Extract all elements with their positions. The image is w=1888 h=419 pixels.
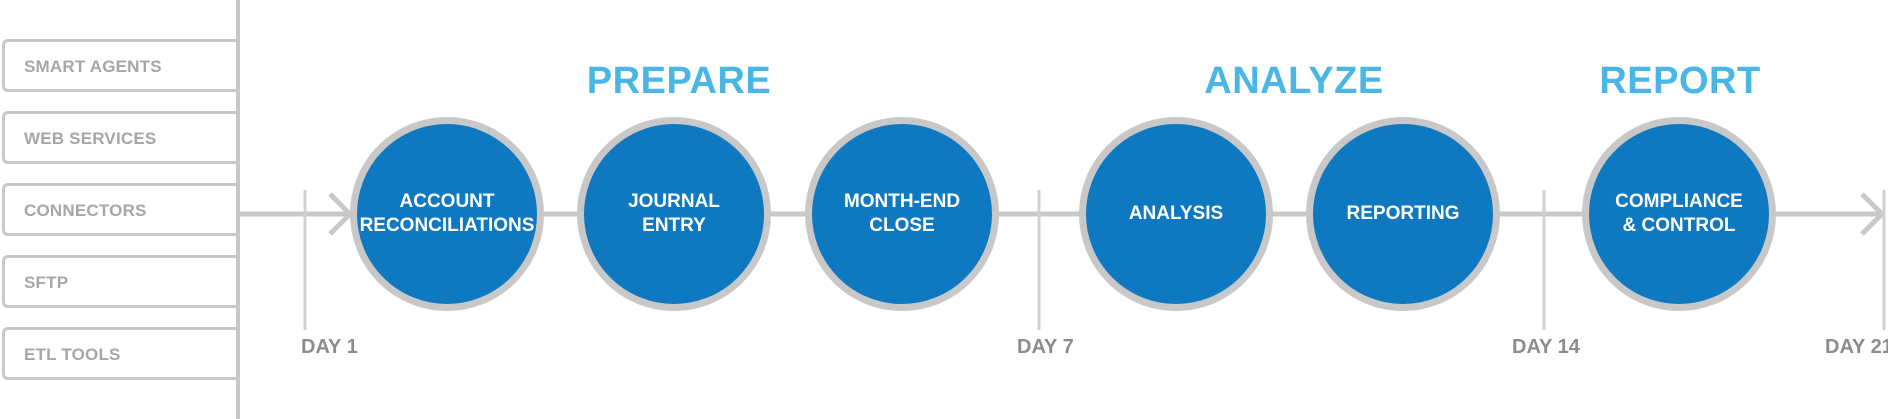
step-label: MONTH-END CLOSE <box>843 191 961 236</box>
step-month-end-close: MONTH-END CLOSE <box>805 117 999 311</box>
source-label: ETL TOOLS <box>24 345 121 364</box>
step-label: REPORTING <box>1346 203 1460 224</box>
source-etl-tools: ETL TOOLS <box>2 327 238 380</box>
source-connectors: CONNECTORS <box>2 183 238 236</box>
step-label: ANALYSIS <box>1128 203 1224 224</box>
day-7-label: DAY 7 <box>1017 336 1074 358</box>
step-compliance-control: COMPLIANCE & CONTROL <box>1582 117 1776 311</box>
day-1-label: DAY 1 <box>301 336 358 358</box>
phase-report: REPORT <box>1599 60 1761 102</box>
step-analysis: ANALYSIS <box>1079 117 1273 311</box>
step-label: ACCOUNT RECONCILIATIONS <box>359 191 535 236</box>
source-sftp: SFTP <box>2 255 238 308</box>
source-divider <box>236 0 240 419</box>
phase-prepare: PREPARE <box>586 60 772 102</box>
source-web-services: WEB SERVICES <box>2 111 238 164</box>
end-arrow-icon <box>1860 192 1886 236</box>
source-smart-agents: SMART AGENTS <box>2 39 238 92</box>
day-14-label: DAY 14 <box>1512 336 1580 358</box>
step-reporting: REPORTING <box>1306 117 1500 311</box>
source-label: CONNECTORS <box>24 201 147 220</box>
source-label: WEB SERVICES <box>24 129 157 148</box>
step-account-reconciliations: ACCOUNT RECONCILIATIONS <box>350 117 544 311</box>
step-journal-entry: JOURNAL ENTRY <box>577 117 771 311</box>
step-label: COMPLIANCE & CONTROL <box>1615 191 1743 236</box>
source-label: SFTP <box>24 273 69 292</box>
phase-analyze: ANALYZE <box>1204 60 1384 102</box>
source-label: SMART AGENTS <box>24 57 162 76</box>
day-21-label: DAY 21 <box>1825 336 1888 358</box>
step-label: JOURNAL ENTRY <box>628 191 720 236</box>
